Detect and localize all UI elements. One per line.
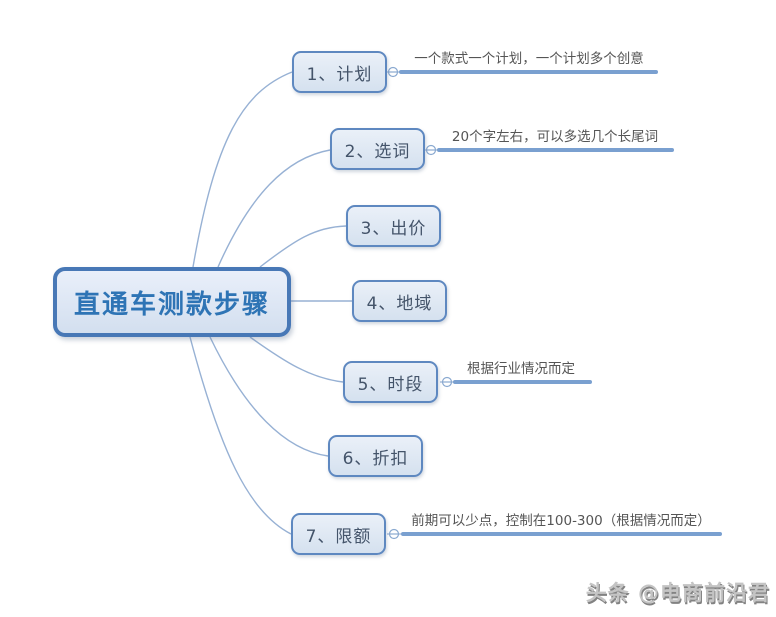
branch-curve-1 xyxy=(192,71,293,268)
branch-curve-6 xyxy=(209,336,329,457)
branch-node-4: 4、地域 xyxy=(352,280,447,322)
note-text-2: 20个字左右，可以多选几个长尾词 xyxy=(451,129,659,145)
collapse-handle-icon xyxy=(424,144,438,156)
branch-node-6: 6、折扣 xyxy=(328,435,423,477)
branch-node-2: 2、选词 xyxy=(330,128,425,170)
branch-curve-5 xyxy=(249,336,344,383)
note-text-1: 一个款式一个计划，一个计划多个创意 xyxy=(414,51,644,67)
branch-node-3: 3、出价 xyxy=(346,205,441,247)
branch-node-1: 1、计划 xyxy=(292,51,387,93)
branch-node-5: 5、时段 xyxy=(343,361,438,403)
note-text-7: 前期可以少点，控制在100-300（根据情况而定） xyxy=(411,513,711,529)
collapse-handle-icon xyxy=(440,376,454,388)
branch-curve-7 xyxy=(189,336,292,535)
branch-curve-2 xyxy=(217,149,331,268)
watermark: 头条 @电商前沿君 xyxy=(585,581,770,605)
central-topic-node: 直通车测款步骤 xyxy=(53,267,291,337)
branch-node-7: 7、限额 xyxy=(291,513,386,555)
collapse-handle-icon xyxy=(387,528,401,540)
collapse-handle-icon xyxy=(386,66,400,78)
note-text-5: 根据行业情况而定 xyxy=(467,361,575,377)
branch-curve-3 xyxy=(259,225,347,268)
